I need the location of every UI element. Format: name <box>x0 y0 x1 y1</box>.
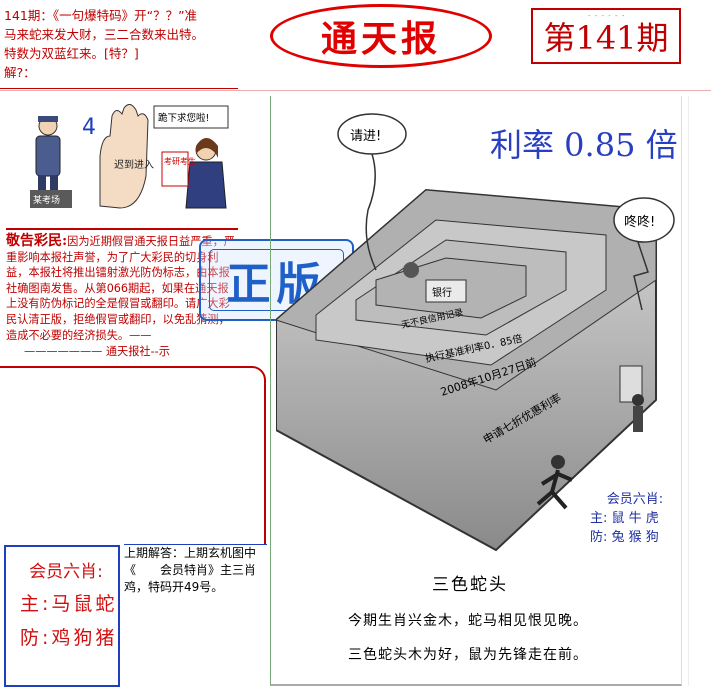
hand-text: 迟到进入 <box>114 158 154 171</box>
notice-signature: ——————— 通天报社--示 <box>24 345 170 359</box>
notice-body: 因为近期假冒通天报日益严重，严重影响本报社声誉，为了广大彩民的切身利益，本报社将… <box>6 235 235 342</box>
exam-cartoon: 迟到进入 某考场 4 跪下求您啦! 考研考生 <box>30 96 232 216</box>
riddle-divider <box>0 88 238 89</box>
header-rule <box>0 90 711 91</box>
riddle-line: 特数为双蓝红来。[特？] <box>4 46 139 61</box>
issue-number: 第141期 <box>543 19 669 57</box>
last-answer-text: 上期解答：上期玄机图中《 会员特肖》主三肖鸡，特码开49号。 <box>124 546 257 594</box>
seat-label: 某考场 <box>33 195 60 206</box>
riddle-text: 141期：《一句爆特码》开“？？”准 马来蛇来发大财，三二合数来出特。 特数为双… <box>4 6 244 82</box>
notice-heading: 敬告彩民: <box>6 233 68 249</box>
member-right-main: 主: 鼠 牛 虎 <box>590 511 659 526</box>
bubble-knock: 咚咚! <box>624 214 655 230</box>
bubble-please-enter: 请进! <box>350 129 381 144</box>
rate-headline: 利率 0.85 倍 <box>490 126 678 164</box>
riddle-line: 141期：《一句爆特码》开“？？”准 <box>4 8 198 23</box>
poem-line-1: 今期生肖兴金木，蛇马相见恨见晚。 <box>348 613 588 629</box>
poem-line-2: 三色蛇头木为好，鼠为先锋走在前。 <box>348 647 588 663</box>
blank-frame <box>0 366 266 544</box>
riddle-line: 马来蛇来发大财，三二合数来出特。 <box>4 27 205 42</box>
member-zodiac-right: 会员六肖: 主: 鼠 牛 虎 防: 兔 猴 狗 <box>590 490 680 547</box>
exam-sign: 考研考生 <box>164 156 196 166</box>
last-answer-rule <box>124 544 267 545</box>
cartoon-bubble: 跪下求您啦! <box>158 112 209 124</box>
notice-box: 敬告彩民:因为近期假冒通天报日益严重，严重影响本报社声誉，为了广大彩民的切身利益… <box>6 228 238 360</box>
panel-rule <box>688 96 689 686</box>
member-guard-picks: 防:鸡狗猪 <box>20 627 118 649</box>
masthead-logo: 通天报 <box>270 4 492 68</box>
bank-label: 银行 <box>432 286 452 299</box>
member-right-title: 会员六肖: <box>606 492 664 507</box>
cartoon-number: 4 <box>82 115 96 140</box>
member-zodiac-box: 会员六肖: 主:马鼠蛇 防:鸡狗猪 <box>4 545 120 687</box>
masthead-title: 通天报 <box>320 18 441 60</box>
issue-box: 第141期 <box>531 8 681 64</box>
main-cartoon-panel <box>270 96 682 686</box>
member-right-guard: 防: 兔 猴 狗 <box>590 530 659 545</box>
maze-cartoon: 银行 无不良信用记录 执行基准利率0．85倍 2008年10月27日前 申请七折… <box>276 113 675 552</box>
member-main-picks: 主:马鼠蛇 <box>20 593 118 615</box>
issue-dots: - - - - - - <box>588 12 626 20</box>
member-title: 会员六肖: <box>29 562 103 582</box>
riddle-line: 解?： <box>4 65 36 80</box>
poem-title: 三色蛇头 <box>432 575 508 595</box>
